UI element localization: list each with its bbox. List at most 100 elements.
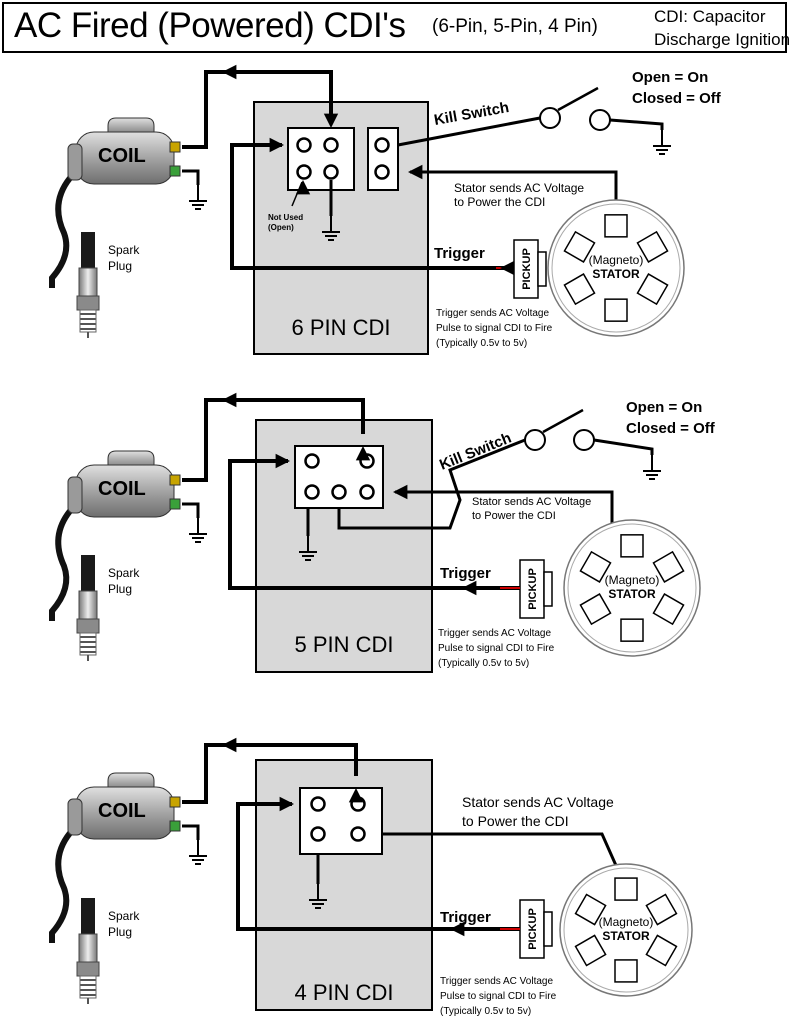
kill-closed-off-label: Closed = Off: [632, 90, 722, 107]
hv-lead-wire: [49, 509, 73, 621]
wire-arrowhead-up: [348, 788, 364, 803]
trigger-note-line-3: (Typically 0.5v to 5v): [440, 1006, 531, 1017]
cdi-definition-line-2: Discharge Ignition: [654, 30, 791, 49]
page-title: AC Fired (Powered) CDI's: [14, 6, 406, 45]
hv-lead-wire: [49, 831, 73, 943]
trigger-note-line-3: (Typically 0.5v to 5v): [438, 658, 529, 669]
ignition-coil: COIL: [49, 117, 181, 288]
wire-arrowhead: [462, 580, 477, 596]
kill-switch-contact-b: [573, 429, 595, 451]
trigger-note-line-1: Trigger sends AC Voltage: [438, 628, 551, 639]
stator-magneto-label: (Magneto): [605, 573, 660, 587]
stator-winding-pole: [614, 877, 638, 901]
wire-arrowhead-up: [355, 446, 371, 461]
coil-lead-boot: [67, 476, 83, 514]
coil-ground-wire: [182, 824, 200, 840]
trigger-label: Trigger: [440, 909, 491, 926]
trigger-note-line-2: Pulse to signal CDI to Fire: [438, 643, 555, 654]
connector-pin: [350, 826, 366, 842]
trigger-pickup: PICKUP: [513, 239, 547, 299]
wire-arrowhead: [393, 484, 408, 500]
cdi-model-label: 6 PIN CDI: [291, 315, 390, 340]
kill-switch-lever: [557, 86, 599, 112]
connector-pin: [304, 484, 320, 500]
coil-ground-wire: [182, 169, 200, 185]
trigger-note-line-2: Pulse to signal CDI to Fire: [436, 323, 553, 334]
not-used-label-line-2: (Open): [268, 223, 294, 232]
coil-label: COIL: [98, 145, 146, 167]
stator-power-wire: [410, 170, 618, 210]
stator-power-label-line-2: to Power the CDI: [462, 813, 569, 829]
plug-hex: [76, 295, 100, 311]
kill-closed-off-label: Closed = Off: [626, 420, 716, 437]
cdi-model-label: 4 PIN CDI: [294, 980, 393, 1005]
wire-arrowhead: [222, 64, 237, 80]
stator-power-label-line-1: Stator sends AC Voltage: [472, 496, 591, 508]
stator-winding-pole: [645, 934, 678, 967]
wire-arrowhead: [222, 737, 237, 753]
spark-plug-label-line-2: Plug: [108, 582, 132, 596]
trigger-signal-wire: [236, 802, 520, 931]
ignition-coil: COIL: [49, 772, 181, 943]
stator-power-label-line-1: Stator sends AC Voltage: [454, 181, 584, 195]
stator-winding-pole: [574, 893, 607, 926]
connector-block-aux: [367, 127, 399, 191]
kill-switch-label: Kill Switch: [437, 430, 514, 474]
connector-pin: [331, 484, 347, 500]
stator-outer-ring: [547, 199, 685, 337]
stator-winding-pole: [574, 934, 607, 967]
spark-plug-label-line-1: Spark: [108, 243, 140, 257]
coil-primary-terminal: [169, 796, 181, 808]
kill-open-on-label: Open = On: [632, 69, 708, 86]
stator-label: STATOR: [602, 929, 650, 943]
wire-arrowhead: [269, 137, 284, 153]
ground-symbol: [322, 216, 340, 241]
kill-switch-ground-wire: [593, 438, 654, 455]
wire-arrowhead: [323, 113, 339, 128]
wire-arrowhead: [500, 260, 515, 276]
coil-primary-wire: [182, 398, 365, 482]
stator-winding-pole: [645, 893, 678, 926]
connector-pin: [304, 453, 320, 469]
stator-inner-ring: [567, 523, 697, 653]
stator-power-label-line-2: to Power the CDI: [454, 195, 545, 209]
trigger-note-line-2: Pulse to signal CDI to Fire: [440, 991, 557, 1002]
stator-winding-pole: [579, 550, 612, 583]
plug-hex: [76, 961, 100, 977]
trigger-pickup: PICKUP: [519, 899, 553, 959]
connector-pin: [374, 164, 390, 180]
stator-winding-pole: [652, 550, 685, 583]
kill-switch-contact-b: [589, 109, 611, 131]
header-banner: AC Fired (Powered) CDI's (6-Pin, 5-Pin, …: [2, 2, 791, 53]
stator-label: STATOR: [608, 587, 656, 601]
stator-power-wire: [395, 490, 614, 530]
trigger-note-line-3: (Typically 0.5v to 5v): [436, 338, 527, 349]
stator-power-wire: [382, 832, 620, 871]
connector-pin: [323, 164, 339, 180]
pickup-nose: [543, 911, 553, 947]
stator-winding-pole: [579, 593, 612, 626]
not-used-label-line-1: Not Used: [268, 213, 303, 222]
plug-boot: [81, 898, 95, 934]
cdi-definition-line-1: CDI: Capacitor: [654, 7, 766, 26]
pin-variants-subtitle: (6-Pin, 5-Pin, 4 Pin): [432, 16, 598, 37]
stator-outer-ring: [563, 519, 701, 657]
plug-insulator: [78, 590, 98, 620]
stator-outer-ring: [559, 863, 693, 997]
trigger-note-line-1: Trigger sends AC Voltage: [436, 308, 549, 319]
connector-pin: [296, 164, 312, 180]
connector-pin: [374, 137, 390, 153]
stator-winding-pole: [604, 214, 628, 238]
stator-power-label-line-1: Stator sends AC Voltage: [462, 794, 614, 810]
pickup-label: PICKUP: [521, 248, 533, 290]
spark-plug-label-line-1: Spark: [108, 566, 140, 580]
stator-inner-ring: [563, 867, 689, 993]
ground-symbol: [653, 130, 671, 155]
pickup-label: PICKUP: [527, 908, 539, 950]
kill-switch: [539, 86, 671, 155]
